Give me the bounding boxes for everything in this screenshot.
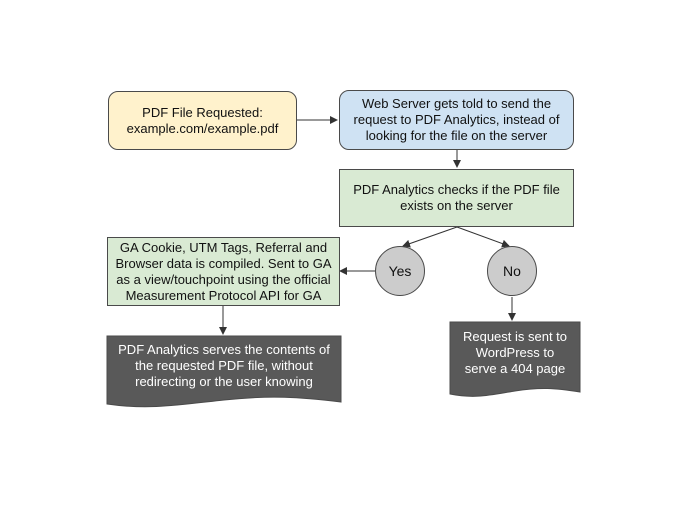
arrow-check-to-yes [402,226,458,248]
arrow-check-to-no [456,226,510,248]
decision-yes-label: Yes [388,263,412,279]
node-pdf-requested: PDF File Requested: example.com/example.… [108,91,297,150]
node-serves-pdf-text: PDF Analytics serves the contents of the… [118,342,330,389]
node-pdf-requested-text: PDF File Requested: example.com/example.… [126,104,279,136]
node-check-exists-text: PDF Analytics checks if the PDF file exi… [353,182,560,213]
node-web-server: Web Server gets told to send the request… [339,90,574,150]
node-serves-pdf: PDF Analytics serves the contents of the… [107,336,341,404]
node-data-compiled: GA Cookie, UTM Tags, Referral and Browse… [107,237,340,306]
decision-no-label: No [503,263,521,279]
node-404-page: Request is sent to WordPress to serve a … [450,322,580,392]
node-data-compiled-text: GA Cookie, UTM Tags, Referral and Browse… [115,239,332,303]
decision-no: No [487,246,537,296]
decision-yes: Yes [375,246,425,296]
node-web-server-text: Web Server gets told to send the request… [353,96,560,143]
node-check-exists: PDF Analytics checks if the PDF file exi… [339,169,574,227]
notfound-document-shape [449,321,581,397]
node-404-page-text: Request is sent to WordPress to serve a … [462,329,568,376]
serves-document-shape [106,335,342,408]
